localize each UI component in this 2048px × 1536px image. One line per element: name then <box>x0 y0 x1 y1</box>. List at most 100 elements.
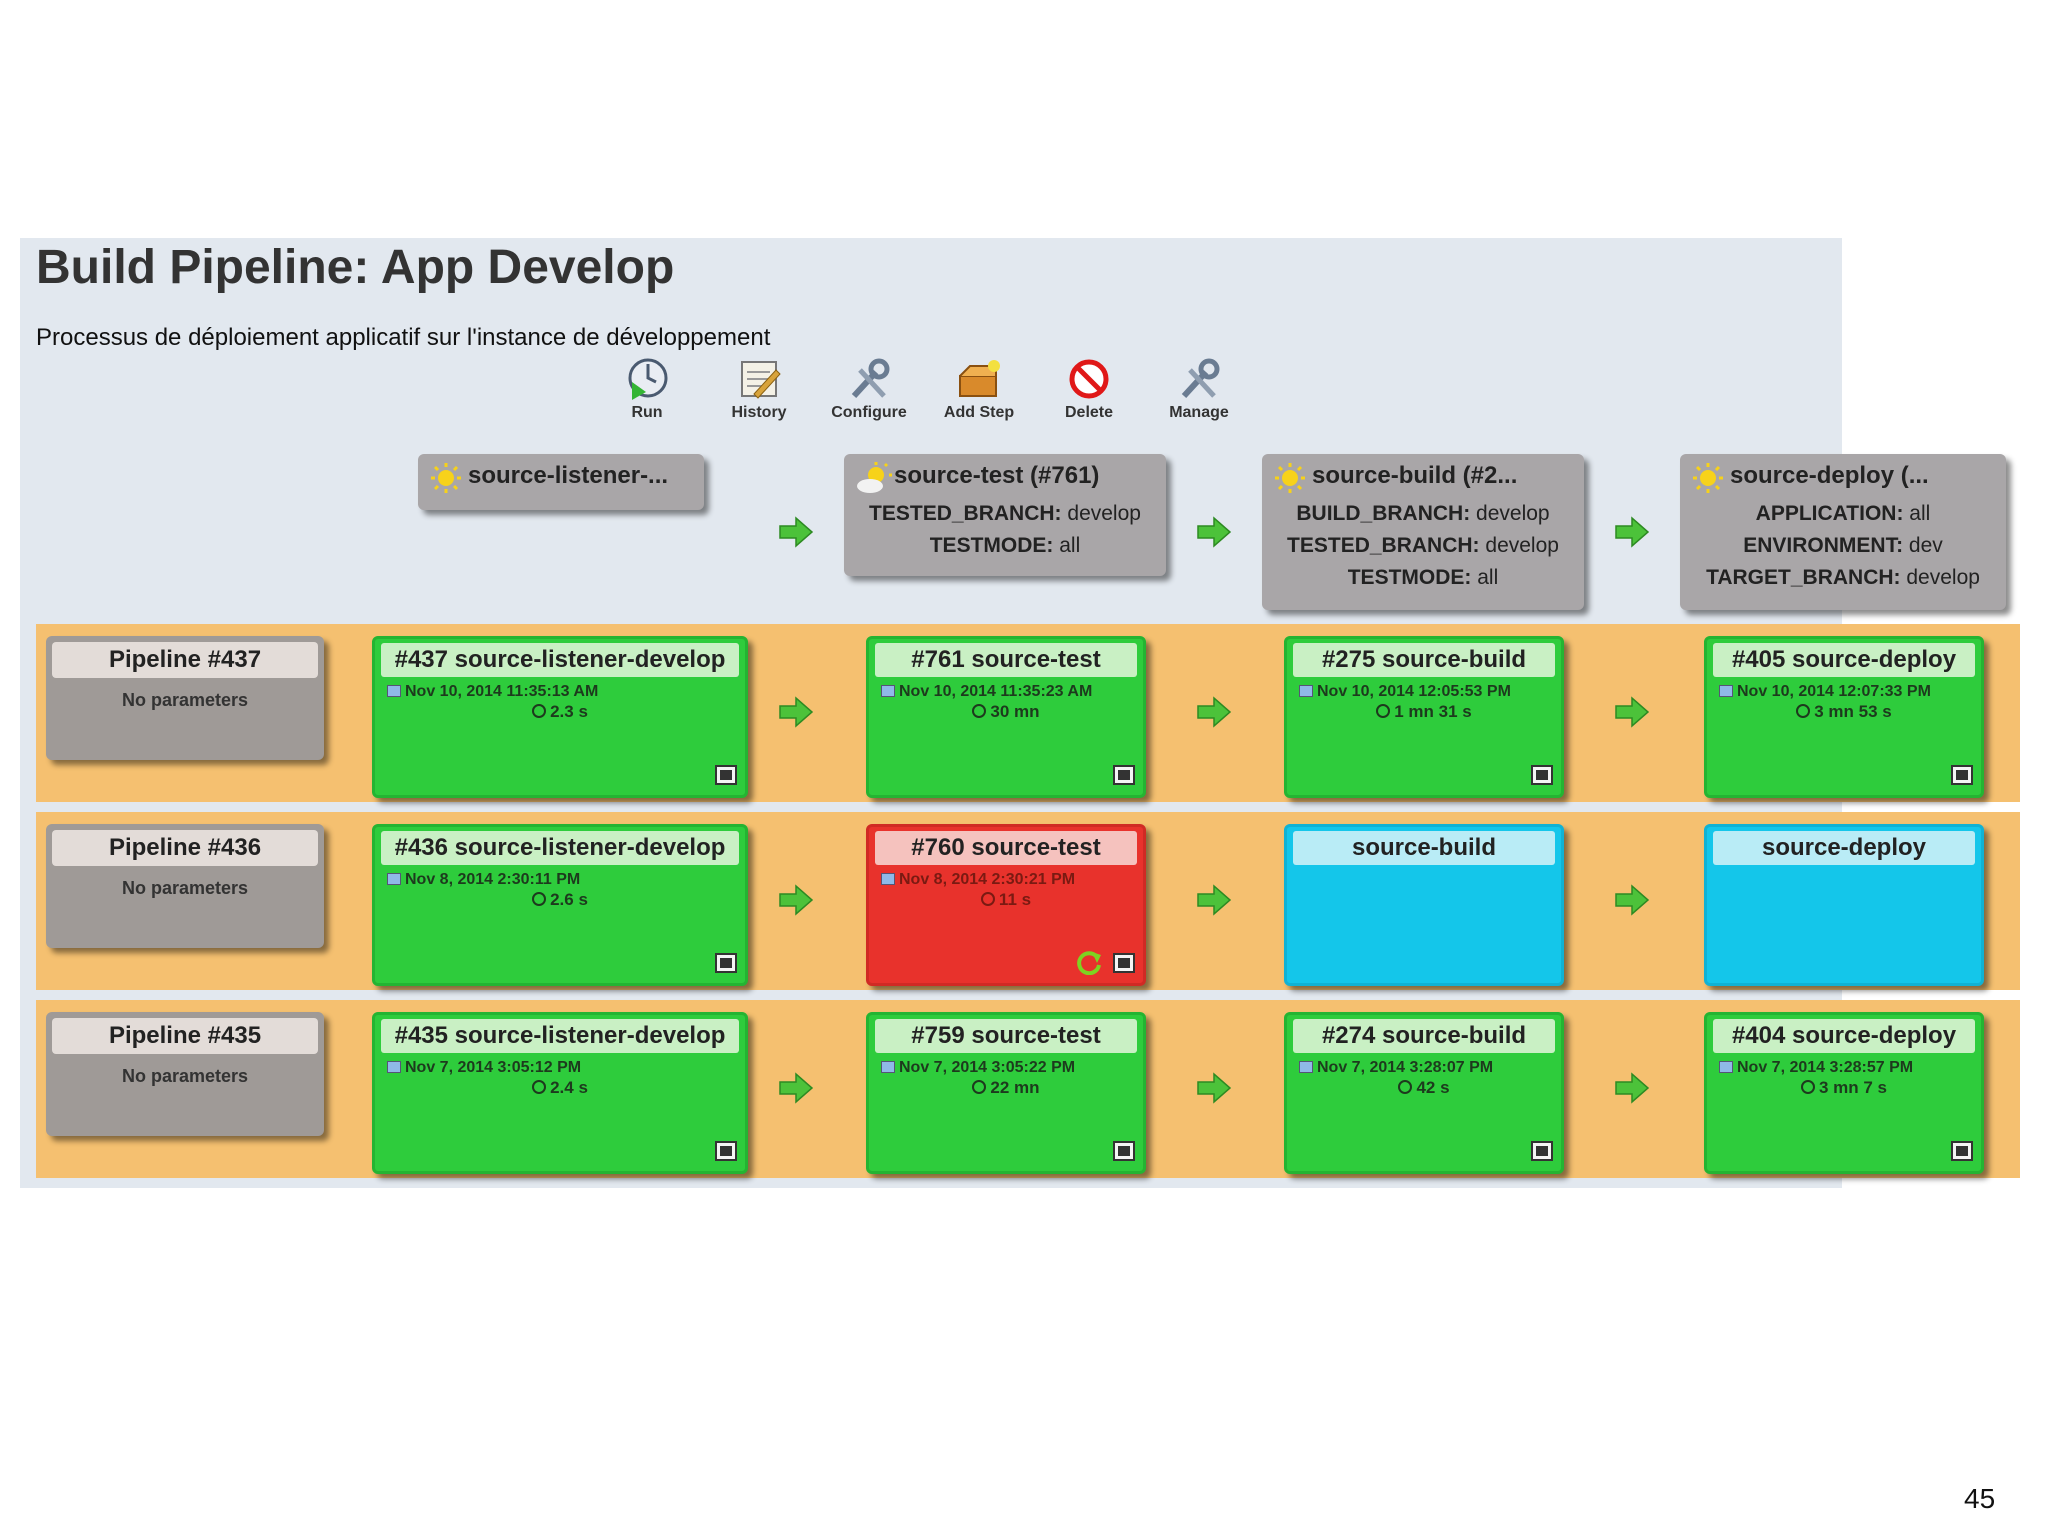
build-date: Nov 8, 2014 2:30:21 PM <box>881 871 1143 889</box>
console-icon[interactable] <box>1531 765 1553 785</box>
clock-icon <box>980 892 995 906</box>
build-card-deploy[interactable]: #404 source-deploy Nov 7, 2014 3:28:57 P… <box>1704 1012 1984 1174</box>
build-card-deploy[interactable]: source-deploy <box>1704 824 1984 986</box>
calendar-icon <box>387 873 401 885</box>
build-duration: 22 mn <box>869 1078 1143 1098</box>
console-icon[interactable] <box>1951 765 1973 785</box>
job-title-listener: source-listener-... <box>468 462 669 489</box>
build-card-listener[interactable]: #437 source-listener-develop Nov 10, 201… <box>372 636 748 798</box>
manage-button[interactable]: Manage <box>1144 358 1254 422</box>
pipeline-label[interactable]: Pipeline #437 No parameters <box>46 636 324 760</box>
clock-icon <box>1376 704 1391 718</box>
build-card-build[interactable]: source-build <box>1284 824 1564 986</box>
configure-button[interactable]: Configure <box>814 358 924 422</box>
build-card-listener[interactable]: #436 source-listener-develop Nov 8, 2014… <box>372 824 748 986</box>
calendar-icon <box>881 873 895 885</box>
clock-icon <box>1398 1080 1413 1094</box>
arrow-right-icon <box>779 884 814 916</box>
page-number: 45 <box>1964 1483 1996 1514</box>
build-card-test[interactable]: #759 source-test Nov 7, 2014 3:05:22 PM … <box>866 1012 1146 1174</box>
job-params-test: TESTED_BRANCH: develop TESTMODE: all <box>869 502 1141 557</box>
calendar-icon <box>1299 685 1313 697</box>
delete-button[interactable]: Delete <box>1034 358 1144 422</box>
build-duration: 2.3 s <box>375 702 745 722</box>
calendar-icon <box>387 685 401 697</box>
build-title: #274 source-build <box>1293 1019 1555 1053</box>
build-duration: 3 mn 7 s <box>1707 1078 1981 1098</box>
build-card-build[interactable]: #275 source-build Nov 10, 2014 12:05:53 … <box>1284 636 1564 798</box>
console-icon[interactable] <box>715 765 737 785</box>
console-icon[interactable] <box>1531 1141 1553 1161</box>
clock-icon <box>972 1080 987 1094</box>
pipeline-number: Pipeline #437 <box>52 642 318 678</box>
console-icon[interactable] <box>1113 765 1135 785</box>
build-date: Nov 10, 2014 11:35:23 AM <box>881 683 1143 701</box>
build-card-listener[interactable]: #435 source-listener-develop Nov 7, 2014… <box>372 1012 748 1174</box>
arrow-right-icon <box>1615 696 1650 728</box>
page-description: Processus de déploiement applicatif sur … <box>36 324 771 351</box>
build-duration: 2.6 s <box>375 890 745 910</box>
arrow-right-icon <box>1615 884 1650 916</box>
console-icon[interactable] <box>1951 1141 1973 1161</box>
console-icon[interactable] <box>715 953 737 973</box>
build-title: #759 source-test <box>875 1019 1137 1053</box>
pipeline-label[interactable]: Pipeline #436 No parameters <box>46 824 324 948</box>
console-icon[interactable] <box>1113 953 1135 973</box>
job-header-deploy[interactable]: source-deploy (... APPLICATION: all ENVI… <box>1680 454 2006 610</box>
add-step-button[interactable]: Add Step <box>924 358 1034 422</box>
build-duration: 3 mn 53 s <box>1707 702 1981 722</box>
arrow-right-icon <box>1197 516 1232 548</box>
add-step-label: Add Step <box>943 404 1015 421</box>
build-title: source-deploy <box>1713 831 1975 865</box>
partly-cloudy-icon <box>857 462 892 493</box>
calendar-icon <box>1719 685 1733 697</box>
build-title: #760 source-test <box>875 831 1137 865</box>
build-duration: 30 mn <box>869 702 1143 722</box>
history-icon <box>741 361 781 399</box>
configure-label: Configure <box>831 404 907 421</box>
build-card-build[interactable]: #274 source-build Nov 7, 2014 3:28:07 PM… <box>1284 1012 1564 1174</box>
console-icon[interactable] <box>1113 1141 1135 1161</box>
build-card-test[interactable]: #760 source-test Nov 8, 2014 2:30:21 PM … <box>866 824 1146 986</box>
build-title: #405 source-deploy <box>1713 643 1975 677</box>
build-title: #435 source-listener-develop <box>381 1019 739 1053</box>
job-header-listener[interactable]: source-listener-... <box>418 454 704 510</box>
history-label: History <box>731 404 787 421</box>
add-step-icon <box>959 360 1000 397</box>
build-title: source-build <box>1293 831 1555 865</box>
build-date: Nov 8, 2014 2:30:11 PM <box>387 871 745 889</box>
console-icon[interactable] <box>715 1141 737 1161</box>
toolbar: Run History Configure Add Step <box>0 358 1300 424</box>
history-button[interactable]: History <box>704 358 814 422</box>
build-duration: 1 mn 31 s <box>1287 702 1561 722</box>
build-date: Nov 7, 2014 3:28:57 PM <box>1719 1059 1981 1077</box>
build-date: Nov 7, 2014 3:28:07 PM <box>1299 1059 1561 1077</box>
job-title-build: source-build (#2... <box>1312 462 1518 489</box>
retry-icon[interactable] <box>1075 949 1103 975</box>
arrow-right-icon <box>1197 884 1232 916</box>
job-params-build: BUILD_BRANCH: develop TESTED_BRANCH: dev… <box>1287 502 1559 589</box>
arrow-right-icon <box>1615 1072 1650 1104</box>
job-title-test: source-test (#761) <box>894 462 1100 489</box>
job-header-test[interactable]: source-test (#761) TESTED_BRANCH: develo… <box>844 454 1166 576</box>
sun-icon <box>431 463 461 493</box>
clock-icon <box>972 704 987 718</box>
clock-icon <box>1796 704 1811 718</box>
build-date: Nov 7, 2014 3:05:22 PM <box>881 1059 1143 1077</box>
calendar-icon <box>1299 1061 1313 1073</box>
build-title: #404 source-deploy <box>1713 1019 1975 1053</box>
sun-icon <box>1693 463 1723 493</box>
run-button[interactable]: Run <box>592 358 702 422</box>
job-header-build[interactable]: source-build (#2... BUILD_BRANCH: develo… <box>1262 454 1584 610</box>
build-date: Nov 10, 2014 11:35:13 AM <box>387 683 745 701</box>
calendar-icon <box>881 1061 895 1073</box>
build-card-test[interactable]: #761 source-test Nov 10, 2014 11:35:23 A… <box>866 636 1146 798</box>
pipeline-label[interactable]: Pipeline #435 No parameters <box>46 1012 324 1136</box>
clock-icon <box>532 704 547 718</box>
build-card-deploy[interactable]: #405 source-deploy Nov 10, 2014 12:07:33… <box>1704 636 1984 798</box>
arrow-right-icon <box>1615 516 1650 548</box>
arrow-right-icon <box>779 696 814 728</box>
build-duration: 2.4 s <box>375 1078 745 1098</box>
run-icon <box>628 358 668 400</box>
calendar-icon <box>387 1061 401 1073</box>
